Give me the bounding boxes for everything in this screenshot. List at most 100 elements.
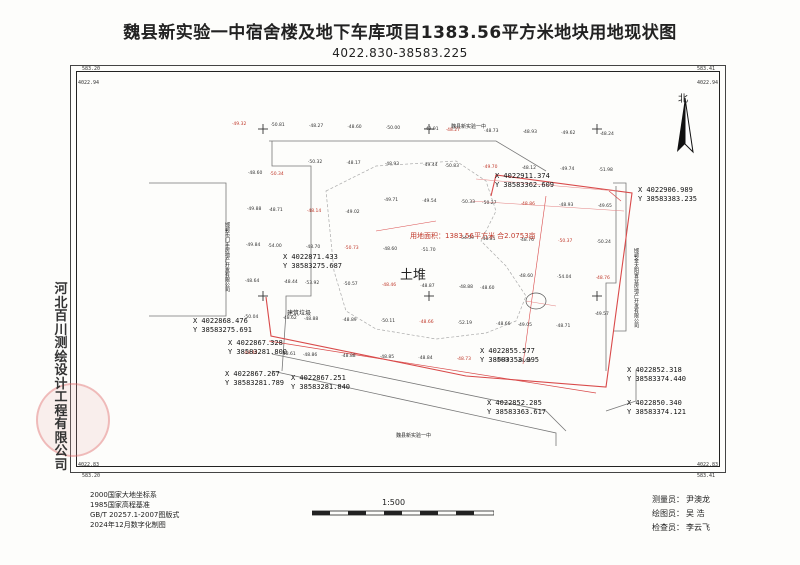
elevation-point: ·49.74 bbox=[560, 167, 575, 172]
signature-row: 绘图员：吴 浩 bbox=[652, 507, 710, 521]
elevation-point: ·48.89 bbox=[342, 318, 357, 323]
map-subtitle: 4022.830-38583.225 bbox=[332, 46, 468, 60]
signature-label: 绘图员： bbox=[652, 509, 684, 518]
elevation-point: ·49.71 bbox=[383, 198, 399, 203]
elevation-point: ·48.62 bbox=[282, 316, 297, 321]
elevation-point: ·50.11 bbox=[380, 319, 396, 324]
elevation-point: ·48.76 bbox=[595, 276, 610, 281]
left-owner-label: 邯郸市门丰房地产开发有限公司 bbox=[224, 222, 230, 292]
coord-y: Y 38583275.691 bbox=[193, 326, 253, 334]
elevation-point: ·48.60 bbox=[248, 171, 263, 176]
elevation-point: ·48.40 bbox=[243, 351, 258, 356]
elevation-point: ·48.66 bbox=[496, 322, 511, 327]
signature-row: 测量员：尹澳龙 bbox=[652, 493, 710, 507]
coord-y: Y 38583281.800 bbox=[228, 348, 288, 356]
elevation-point: ·48.71 bbox=[268, 208, 283, 213]
elevation-point: ·49.84 bbox=[246, 243, 261, 248]
elevation-point: ·48.81 bbox=[481, 237, 496, 242]
bottom-road-label: 魏县新实验一中 bbox=[396, 433, 432, 439]
scale-label: 1:500 bbox=[382, 498, 406, 507]
signature-row: 检查员：李云飞 bbox=[652, 521, 710, 535]
sidebar-char: 北 bbox=[54, 295, 68, 311]
elevation-point: ·50.81 bbox=[270, 123, 285, 128]
elevation-point: ·49.57 bbox=[594, 312, 609, 317]
elevation-point: ·48.73 bbox=[456, 357, 472, 362]
sidebar-char: 限 bbox=[54, 430, 68, 446]
elevation-point: ·49.44 bbox=[423, 163, 438, 168]
elevation-point: ·48.12 bbox=[521, 166, 536, 171]
hatch-lines bbox=[470, 178, 625, 307]
sidebar-char: 程 bbox=[54, 403, 68, 419]
elevation-point: ·50.83 bbox=[444, 164, 460, 169]
elevation-point: ·49.60 bbox=[495, 358, 510, 363]
sidebar-char: 百 bbox=[54, 309, 68, 324]
coord-y: Y 38583362.609 bbox=[495, 181, 555, 189]
coord-y: Y 38583281.789 bbox=[225, 379, 285, 387]
elevation-point: ·49.32 bbox=[232, 122, 247, 127]
coord-y: Y 38583275.687 bbox=[283, 262, 343, 270]
elevation-point: ·48.70 bbox=[305, 245, 321, 250]
elevation-point: ·54.00 bbox=[267, 244, 282, 249]
coord-x: X 4022867.328 bbox=[228, 339, 283, 347]
map-note: 2000国家大地坐标系 bbox=[90, 491, 157, 499]
signature-label: 测量员： bbox=[652, 495, 684, 504]
elevation-point: ·50.34 bbox=[269, 172, 284, 177]
elevation-point: ·48.44 bbox=[283, 280, 298, 285]
elevation-point: ·48.27 bbox=[445, 128, 461, 133]
map-title: 魏县新实验一中宿舍楼及地下车库项目1383.56平方米地块用地现状图 bbox=[123, 23, 677, 43]
corner-tl-top: 583.20 bbox=[82, 66, 101, 72]
outer-frame bbox=[70, 65, 726, 473]
area-label: 用地面积：1383.56平方米 合2.0753亩 bbox=[410, 232, 536, 240]
elevation-point: ·53.92 bbox=[304, 281, 320, 286]
corner-br-top: 4022.83 bbox=[697, 462, 719, 468]
corner-bl-top: 4022.83 bbox=[78, 462, 100, 468]
neighbor-outlines bbox=[149, 140, 637, 446]
elevation-point: ·48.86 bbox=[520, 202, 535, 207]
coord-x: X 4022867.251 bbox=[291, 374, 346, 382]
elevation-point: ·48.64 bbox=[245, 279, 260, 284]
elevation-point: ·48.17 bbox=[346, 161, 361, 166]
elevation-point: ·48.46 bbox=[381, 283, 397, 288]
sidebar-char: 有 bbox=[54, 417, 68, 432]
company-seal bbox=[36, 383, 110, 457]
sidebar-char: 绘 bbox=[54, 349, 68, 365]
elevation-point: ·49.05 bbox=[517, 323, 532, 328]
sidebar-char: 设 bbox=[54, 363, 68, 378]
top-road-label: 魏县新实验一中 bbox=[451, 124, 487, 130]
elevation-point: ·48.76 bbox=[519, 238, 534, 243]
coord-x: X 4022906.989 bbox=[638, 186, 693, 194]
elevation-point: ·49.62 bbox=[561, 131, 576, 136]
elevation-point: ·50.57 bbox=[343, 282, 358, 287]
coord-y: Y 38583363.617 bbox=[487, 408, 547, 416]
elevation-point: ·48.85 bbox=[379, 355, 395, 360]
sidebar-char: 河 bbox=[54, 282, 68, 297]
elevation-point: ·48.27 bbox=[308, 124, 324, 129]
corner-br-bottom: 583.41 bbox=[697, 473, 716, 479]
elevation-point: ·50.24 bbox=[596, 240, 611, 245]
corner-bl-bottom: 583.20 bbox=[82, 473, 101, 479]
coord-x: X 4022871.433 bbox=[283, 253, 338, 261]
coord-y: Y 38583374.440 bbox=[627, 375, 687, 383]
elevation-point: ·54.59 bbox=[459, 236, 475, 241]
signature-name: 吴 浩 bbox=[686, 509, 705, 518]
elevation-point: ·48.60 bbox=[480, 286, 495, 291]
elevation-point: ·51.70 bbox=[421, 248, 436, 253]
elevation-point: ·48.84 bbox=[418, 356, 433, 361]
coord-x: X 4022850.340 bbox=[627, 399, 682, 407]
scale-bar bbox=[312, 510, 494, 516]
elevation-point: ·52.19 bbox=[457, 321, 473, 326]
elevation-point: ·48.71 bbox=[556, 324, 571, 329]
coord-x: X 4022868.476 bbox=[193, 317, 248, 325]
building-marker bbox=[525, 292, 547, 310]
coord-y: Y 38583281.840 bbox=[291, 383, 351, 391]
coord-x: X 4022852.318 bbox=[627, 366, 682, 374]
map-note: GB/T 20257.1-2007图版式 bbox=[90, 511, 180, 519]
north-label: 北 bbox=[678, 94, 688, 105]
elevation-point: ·50.27 bbox=[482, 201, 497, 206]
coord-x: X 4022852.285 bbox=[487, 399, 542, 407]
elevation-point: ·48.93 bbox=[559, 203, 574, 208]
